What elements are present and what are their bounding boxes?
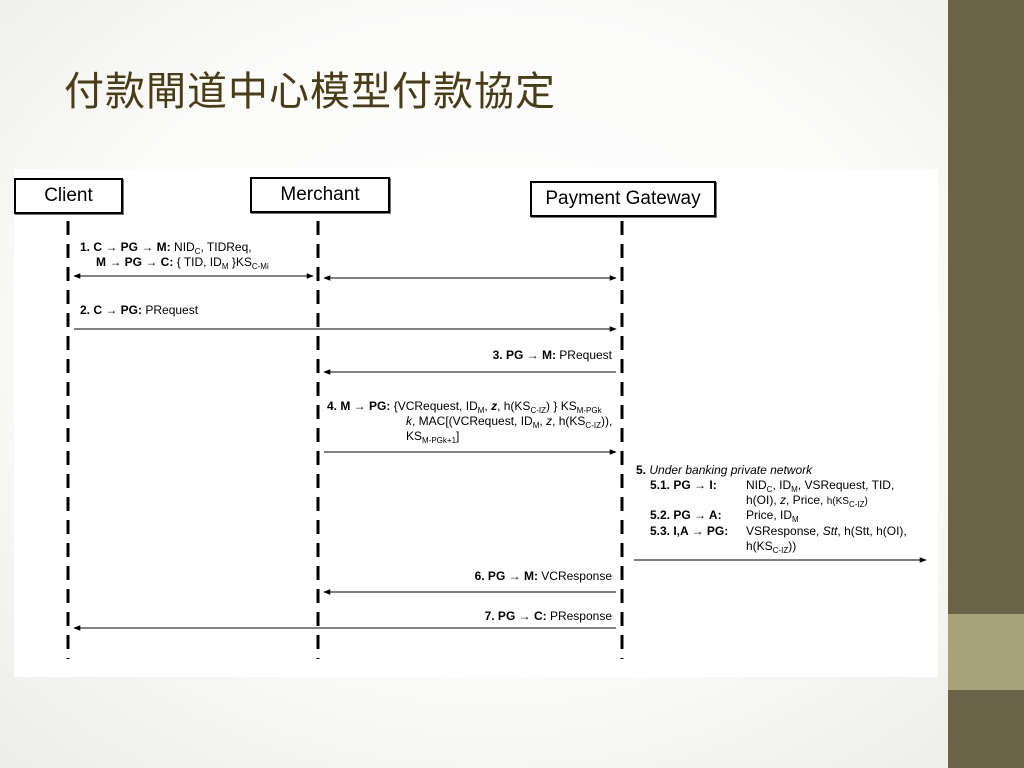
sequence-diagram: Client Merchant Payment Gateway 1. C → P… (14, 169, 938, 677)
actor-client: Client (14, 178, 123, 214)
slide-title: 付款閘道中心模型付款協定 (64, 69, 556, 115)
message-5-3-label: 5.3. I,A → PG: (650, 524, 729, 538)
side-band-dark-top (948, 0, 1024, 614)
actor-client-label: Client (44, 185, 93, 206)
message-5-1-label: 5.1. PG → I: (650, 478, 717, 492)
side-band-light (948, 614, 1024, 690)
message-5-2-label: 5.2. PG → A: (650, 508, 722, 522)
actor-merchant-label: Merchant (280, 184, 360, 205)
actor-gateway-label: Payment Gateway (545, 188, 701, 209)
message-1-label: 1. C → PG → M: NIDC, TIDReq, M → PG → C:… (80, 240, 269, 271)
message-2-label: 2. C → PG: PRequest (80, 303, 199, 317)
message-7-label: 7. PG → C: PResponse (484, 609, 612, 623)
diagram-lines (66, 221, 927, 659)
message-5-heading: 5. Under banking private network (636, 463, 813, 477)
message-5-3-content: VSResponse, Stt, h(Stt, h(OI), h(KSC-IZ)… (746, 524, 907, 555)
message-5-1-content: NIDC, IDM, VSRequest, TID, h(OI), z, Pri… (746, 478, 895, 509)
message-4-label: 4. M → PG: {VCRequest, IDM, z, h(KSC-IZ)… (327, 399, 613, 445)
actor-payment-gateway: Payment Gateway (530, 181, 716, 217)
message-3-label: 3. PG → M: PRequest (492, 348, 612, 362)
side-band-dark-bottom (948, 690, 1024, 768)
message-5-2-content: Price, IDM (746, 508, 799, 524)
message-6-label: 6. PG → M: VCResponse (474, 569, 612, 583)
actor-merchant: Merchant (250, 177, 390, 213)
